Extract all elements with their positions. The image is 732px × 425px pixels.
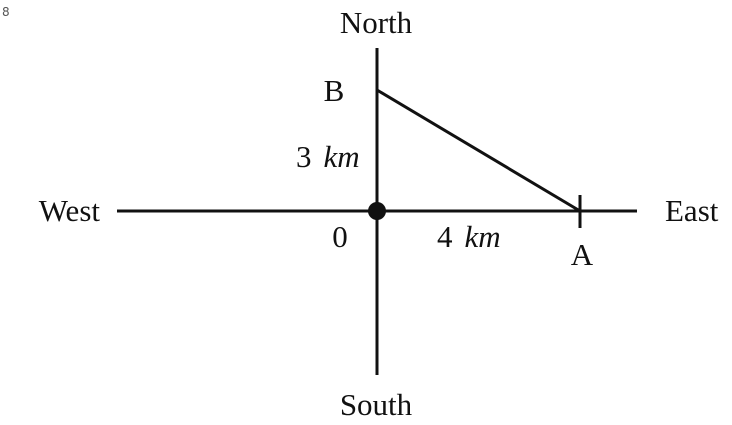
scan-artifact: 8: [2, 5, 10, 19]
label-south: South: [340, 387, 413, 422]
label-distance-east: 4 km: [437, 219, 501, 254]
distance-east-unit: km: [465, 219, 501, 254]
label-point-b: B: [324, 73, 345, 108]
label-point-a: A: [571, 237, 594, 272]
segment-b-to-a: [376, 88, 581, 213]
label-distance-north: 3 km: [296, 139, 360, 174]
origin-point: [368, 202, 386, 220]
label-north: North: [340, 5, 413, 40]
label-west: West: [39, 193, 101, 228]
distance-north-value: 3: [296, 139, 312, 174]
distance-east-value: 4: [437, 219, 453, 254]
label-origin: 0: [332, 219, 348, 254]
label-east: East: [665, 193, 719, 228]
distance-north-unit: km: [324, 139, 360, 174]
